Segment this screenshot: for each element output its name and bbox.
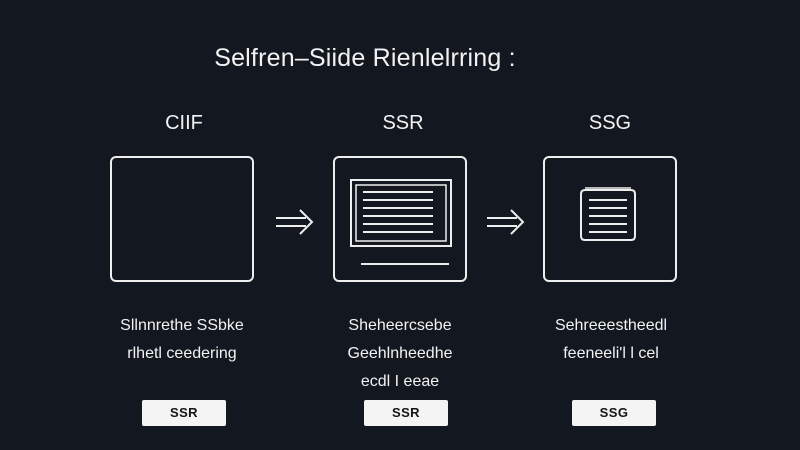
description-line: ecdl I eeae [360, 373, 440, 390]
column-label-ssg: SSG [588, 112, 632, 134]
panel-ssg [543, 156, 677, 282]
description-line: feeneeli'l l cel [563, 345, 659, 362]
description-line: Sllnnrethe SSbke [120, 317, 244, 334]
panel-ssr [333, 156, 467, 282]
column-label-ssr: SSR [382, 112, 424, 134]
tag-ssr: SSR [364, 400, 448, 426]
tag-ssg: SSG [572, 400, 656, 426]
diagram-title: Selfren–Siide Rienlelrring : [214, 44, 516, 72]
right-arrow-icon [272, 204, 318, 240]
tag-csr: SSR [142, 400, 226, 426]
description-line: Sheheercsebe [348, 317, 452, 334]
stacked-pages-icon [577, 184, 643, 246]
description-line: Geehlnheedhe [347, 345, 453, 362]
document-lines-icon [349, 178, 455, 270]
panel-csr [110, 156, 254, 282]
column-description-ssg: Sehreeestheedl feeneeli'l l cel [526, 312, 696, 368]
column-label-csr: CIIF [165, 112, 203, 134]
description-line: rlhetl ceedering [127, 345, 237, 362]
right-arrow-icon [483, 204, 529, 240]
column-description-csr: Sllnnrethe SSbke rlhetl ceedering [90, 312, 274, 368]
description-line: Sehreeestheedl [554, 317, 668, 334]
column-description-ssr: Sheheercsebe Geehlnheedhe ecdl I eeae [320, 312, 480, 396]
